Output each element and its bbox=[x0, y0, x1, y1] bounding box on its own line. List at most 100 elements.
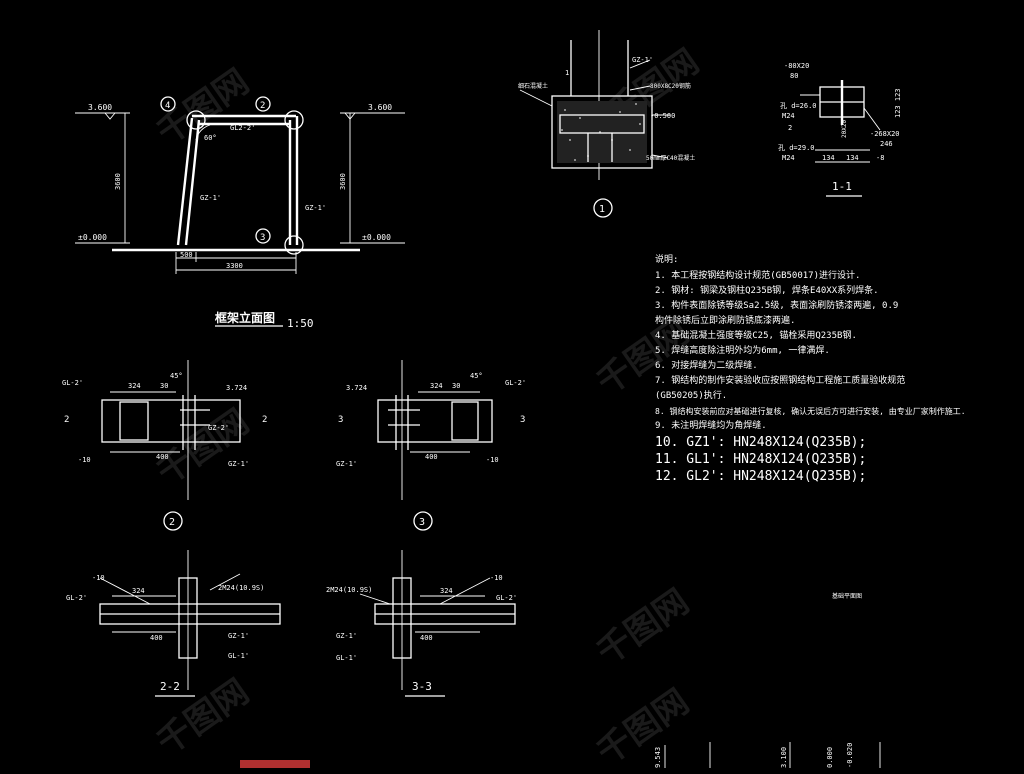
note-item: 5. 焊缝高度除注明外均为6mm, 一律满焊. bbox=[655, 346, 830, 356]
frame-elevation: 4 2 3 3.600 3.600 ±0.000 ±0.000 3600 360… bbox=[75, 96, 405, 330]
found-left-label: 细石混凝土 bbox=[518, 82, 548, 90]
foundation-detail: 1 GZ-1' 800X8C20钢筋 -0.500 50mm厚C40混凝土 细石… bbox=[518, 30, 695, 218]
found-base-label: 50mm厚C40混凝土 bbox=[646, 154, 695, 162]
s33-dim324: 324 bbox=[440, 587, 453, 595]
n2-gz1: GZ-1' bbox=[228, 460, 249, 468]
s11-dim134b: 134 bbox=[846, 154, 859, 162]
n2-marker: 2 bbox=[169, 517, 175, 528]
n2-dim324: 324 bbox=[128, 382, 141, 390]
column-label-right: GZ-1' bbox=[305, 204, 326, 212]
level-bottom-right: ±0.000 bbox=[362, 233, 391, 242]
note-item: 6. 对接焊缝为二级焊缝. bbox=[655, 361, 758, 371]
section-2-2: -10 GL-2' 2M24(10.9S) 324 400 GZ-1' GL-1… bbox=[66, 550, 281, 697]
n2-gl2: GL-2' bbox=[62, 379, 83, 387]
n2-dim30: 30 bbox=[160, 382, 168, 390]
n2-10: -10 bbox=[78, 456, 91, 464]
s11-hole2: 孔 d=29.0 bbox=[778, 144, 815, 152]
note-item: 4. 基础混凝土强度等级C25, 锚栓采用Q235B钢. bbox=[655, 331, 857, 341]
note-item: 7. 钢结构的制作安装验收应按照钢结构工程施工质量验收规范 bbox=[655, 376, 906, 386]
bottom-strip: 基础平面图 9.543 3.100 0.000 -0.020 bbox=[240, 592, 881, 768]
note-item: 2. 钢材: 钢梁及钢柱Q235B钢, 焊条E40XX系列焊条. bbox=[655, 286, 879, 296]
s33-gl1: GL-1' bbox=[336, 654, 357, 662]
height-right: 3600 bbox=[339, 173, 347, 190]
s11-marker2: 2 bbox=[788, 124, 792, 132]
found-elev-label: -0.500 bbox=[650, 112, 675, 120]
s11-dim134a: 134 bbox=[822, 154, 835, 162]
bottom-dim-4: -0.020 bbox=[846, 743, 854, 768]
s11-plate2: -268X20 bbox=[870, 130, 900, 138]
s22-title: 2-2 bbox=[160, 680, 180, 693]
n3-gz1: GZ-1' bbox=[336, 460, 357, 468]
elevation-title: 框架立面图 bbox=[215, 310, 275, 325]
n3-cut: 3 bbox=[338, 415, 343, 425]
found-gz-label: GZ-1' bbox=[632, 56, 653, 64]
n2-dim400: 400 bbox=[156, 453, 169, 461]
span-dim: 3300 bbox=[226, 262, 243, 270]
marker-2: 2 bbox=[260, 101, 265, 111]
s11-side: 123 123 bbox=[894, 88, 902, 118]
design-notes: 说明: 1. 本工程按钢结构设计规范(GB50017)进行设计. 2. 钢材: … bbox=[655, 252, 985, 485]
bottom-dim-1: 9.543 bbox=[654, 747, 662, 768]
s22-gz1: GZ-1' bbox=[228, 632, 249, 640]
s11-bolt2: M24 bbox=[782, 154, 795, 162]
s22-10: -10 bbox=[92, 574, 105, 582]
s11-small: -8 bbox=[876, 154, 884, 162]
bottom-caption: 基础平面图 bbox=[832, 592, 862, 600]
notes-title: 说明: bbox=[655, 255, 679, 265]
s33-dim400: 400 bbox=[420, 634, 433, 642]
s11-dim246: 246 bbox=[880, 140, 893, 148]
n3-10: -10 bbox=[486, 456, 499, 464]
column-label-left: GZ-1' bbox=[200, 194, 221, 202]
s33-gl2: GL-2' bbox=[496, 594, 517, 602]
section-1-1: -80X20 80 孔 d=26.0 M24 2 孔 d=29.0 M24 -2… bbox=[778, 62, 902, 197]
s22-gl1: GL-1' bbox=[228, 652, 249, 660]
s33-10: -10 bbox=[490, 574, 503, 582]
node-2-detail: GL-2' 324 30 400 3.724 45° -10 GZ-2' GZ-… bbox=[62, 360, 267, 531]
s11-bolt1: M24 bbox=[782, 112, 795, 120]
s22-dim324: 324 bbox=[132, 587, 145, 595]
s11-hole1: 孔 d=26.0 bbox=[780, 102, 817, 110]
level-top-left: 3.600 bbox=[88, 103, 112, 112]
beam-label: GL2-2' bbox=[230, 124, 255, 132]
found-concrete-label: 800X8C20钢筋 bbox=[650, 82, 691, 90]
note-item: 9. 未注明焊缝均为角焊缝. bbox=[655, 421, 767, 431]
marker-4: 4 bbox=[165, 101, 170, 111]
offset-dim: 500 bbox=[180, 251, 193, 259]
s33-bolts: 2M24(10.9S) bbox=[326, 586, 372, 594]
s22-gl2: GL-2' bbox=[66, 594, 87, 602]
s11-side2: 20X20 bbox=[841, 120, 848, 138]
s33-title: 3-3 bbox=[412, 680, 432, 693]
height-left: 3600 bbox=[114, 173, 122, 190]
n3-marker: 3 bbox=[419, 517, 425, 528]
n3-elev: 3.724 bbox=[346, 384, 367, 392]
note-item: 8. 钢结构安装前应对基础进行复核, 确认无误后方可进行安装, 由专业厂家制作施… bbox=[655, 407, 966, 416]
level-bottom-left: ±0.000 bbox=[78, 233, 107, 242]
note-item: 11. GL1': HN248X124(Q235B); bbox=[655, 452, 867, 467]
note-item: 构件除锈后立即涂刷防锈底漆两遍. bbox=[655, 316, 796, 326]
note-item: (GB50205)执行. bbox=[655, 391, 728, 401]
n3-dim324: 324 bbox=[430, 382, 443, 390]
n3-gl2: GL-2' bbox=[505, 379, 526, 387]
found-mark-1: 1 bbox=[565, 69, 569, 77]
marker-3: 3 bbox=[260, 233, 265, 243]
section-3-3: -10 GL-2' 2M24(10.9S) 324 400 GZ-1' GL-1… bbox=[326, 550, 517, 697]
n3-dim30: 30 bbox=[452, 382, 460, 390]
angle-label: 60° bbox=[204, 134, 217, 142]
s22-bolts: 2M24(10.9S) bbox=[218, 584, 264, 592]
elevation-scale: 1:50 bbox=[287, 317, 314, 330]
n2-cut: 2 bbox=[64, 415, 69, 425]
bottom-dim-2: 3.100 bbox=[780, 747, 788, 768]
n2-angle: 45° bbox=[170, 372, 183, 380]
found-marker: 1 bbox=[599, 204, 605, 215]
n2-cut2: 2 bbox=[262, 415, 267, 425]
n3-dim400: 400 bbox=[425, 453, 438, 461]
s11-top-plate: -80X20 bbox=[784, 62, 809, 70]
s11-top-dim: 80 bbox=[790, 72, 798, 80]
n3-angle: 45° bbox=[470, 372, 483, 380]
note-item: 3. 构件表面除锈等级Sa2.5级, 表面涂刷防锈漆两遍, 0.9 bbox=[655, 301, 899, 311]
s22-dim400: 400 bbox=[150, 634, 163, 642]
note-item: 12. GL2': HN248X124(Q235B); bbox=[655, 469, 867, 484]
n2-gz2: GZ-2' bbox=[208, 424, 229, 432]
node-3-detail: GL-2' 324 30 400 3.724 45° -10 GZ-1' 3 3… bbox=[336, 360, 526, 531]
